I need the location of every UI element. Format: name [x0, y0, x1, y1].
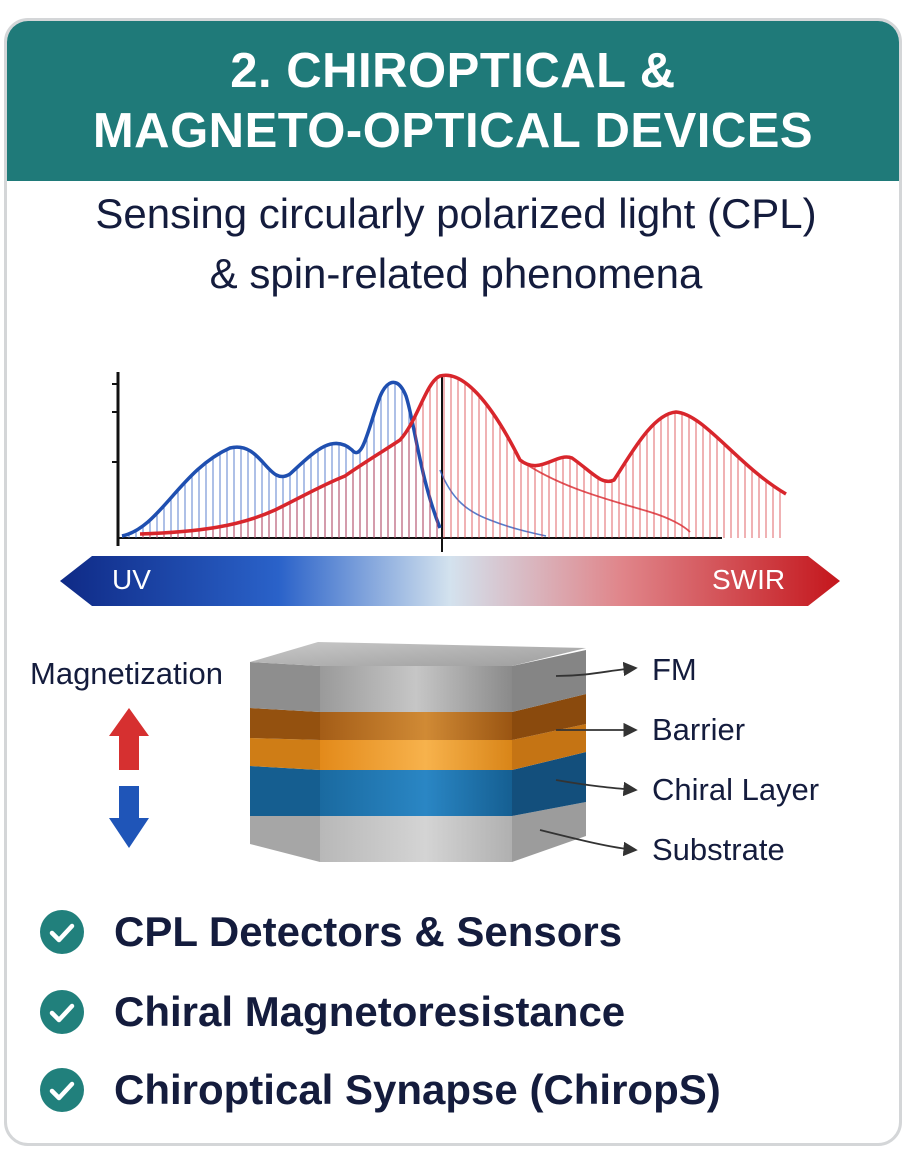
- red-spectrum-series: [139, 373, 787, 538]
- application-label: CPL Detectors & Sensors: [114, 908, 623, 955]
- layer-leader-lines: [539, 661, 638, 857]
- magnetization-label: Magnetization: [30, 656, 224, 691]
- header-title-line-1: 2. CHIROPTICAL &: [230, 44, 676, 98]
- spectrum-label-uv: UV: [112, 564, 151, 595]
- header-title-line-2: MAGNETO-OPTICAL DEVICES: [92, 104, 814, 158]
- check-circle-icon: [40, 1068, 84, 1112]
- layer-label-chiral-layer: Chiral Layer: [652, 772, 820, 807]
- application-label: Chiral Magnetoresistance: [114, 988, 626, 1035]
- subtitle-line-1: Sensing circularly polarized light (CPL): [95, 190, 817, 237]
- chiral-layer: [250, 752, 586, 816]
- header-banner: 2. CHIROPTICAL & MAGNETO-OPTICAL DEVICES: [7, 21, 899, 181]
- magnetization-up-arrow: [109, 708, 149, 770]
- barrier-layer: [250, 694, 586, 740]
- check-circle-icon: [40, 910, 84, 954]
- application-label: Chiroptical Synapse (ChiropS): [114, 1066, 721, 1113]
- magnetization-down-arrow: [109, 786, 149, 848]
- spectrum-band: [60, 556, 840, 606]
- spectrum-label-swir: SWIR: [712, 564, 786, 595]
- list-item: Chiral Magnetoresistance: [40, 982, 840, 1042]
- list-item: Chiroptical Synapse (ChiropS): [40, 1060, 840, 1120]
- layer-label-barrier: Barrier: [652, 712, 746, 747]
- layer-label-substrate: Substrate: [652, 832, 785, 867]
- orange-interlayer: [250, 724, 586, 770]
- fm-layer: [250, 642, 586, 712]
- substrate-layer: [250, 802, 586, 862]
- subtitle-line-2: & spin-related phenomena: [209, 250, 703, 297]
- check-circle-icon: [40, 990, 84, 1034]
- layer-label-fm: FM: [652, 652, 697, 687]
- list-item: CPL Detectors & Sensors: [40, 902, 840, 962]
